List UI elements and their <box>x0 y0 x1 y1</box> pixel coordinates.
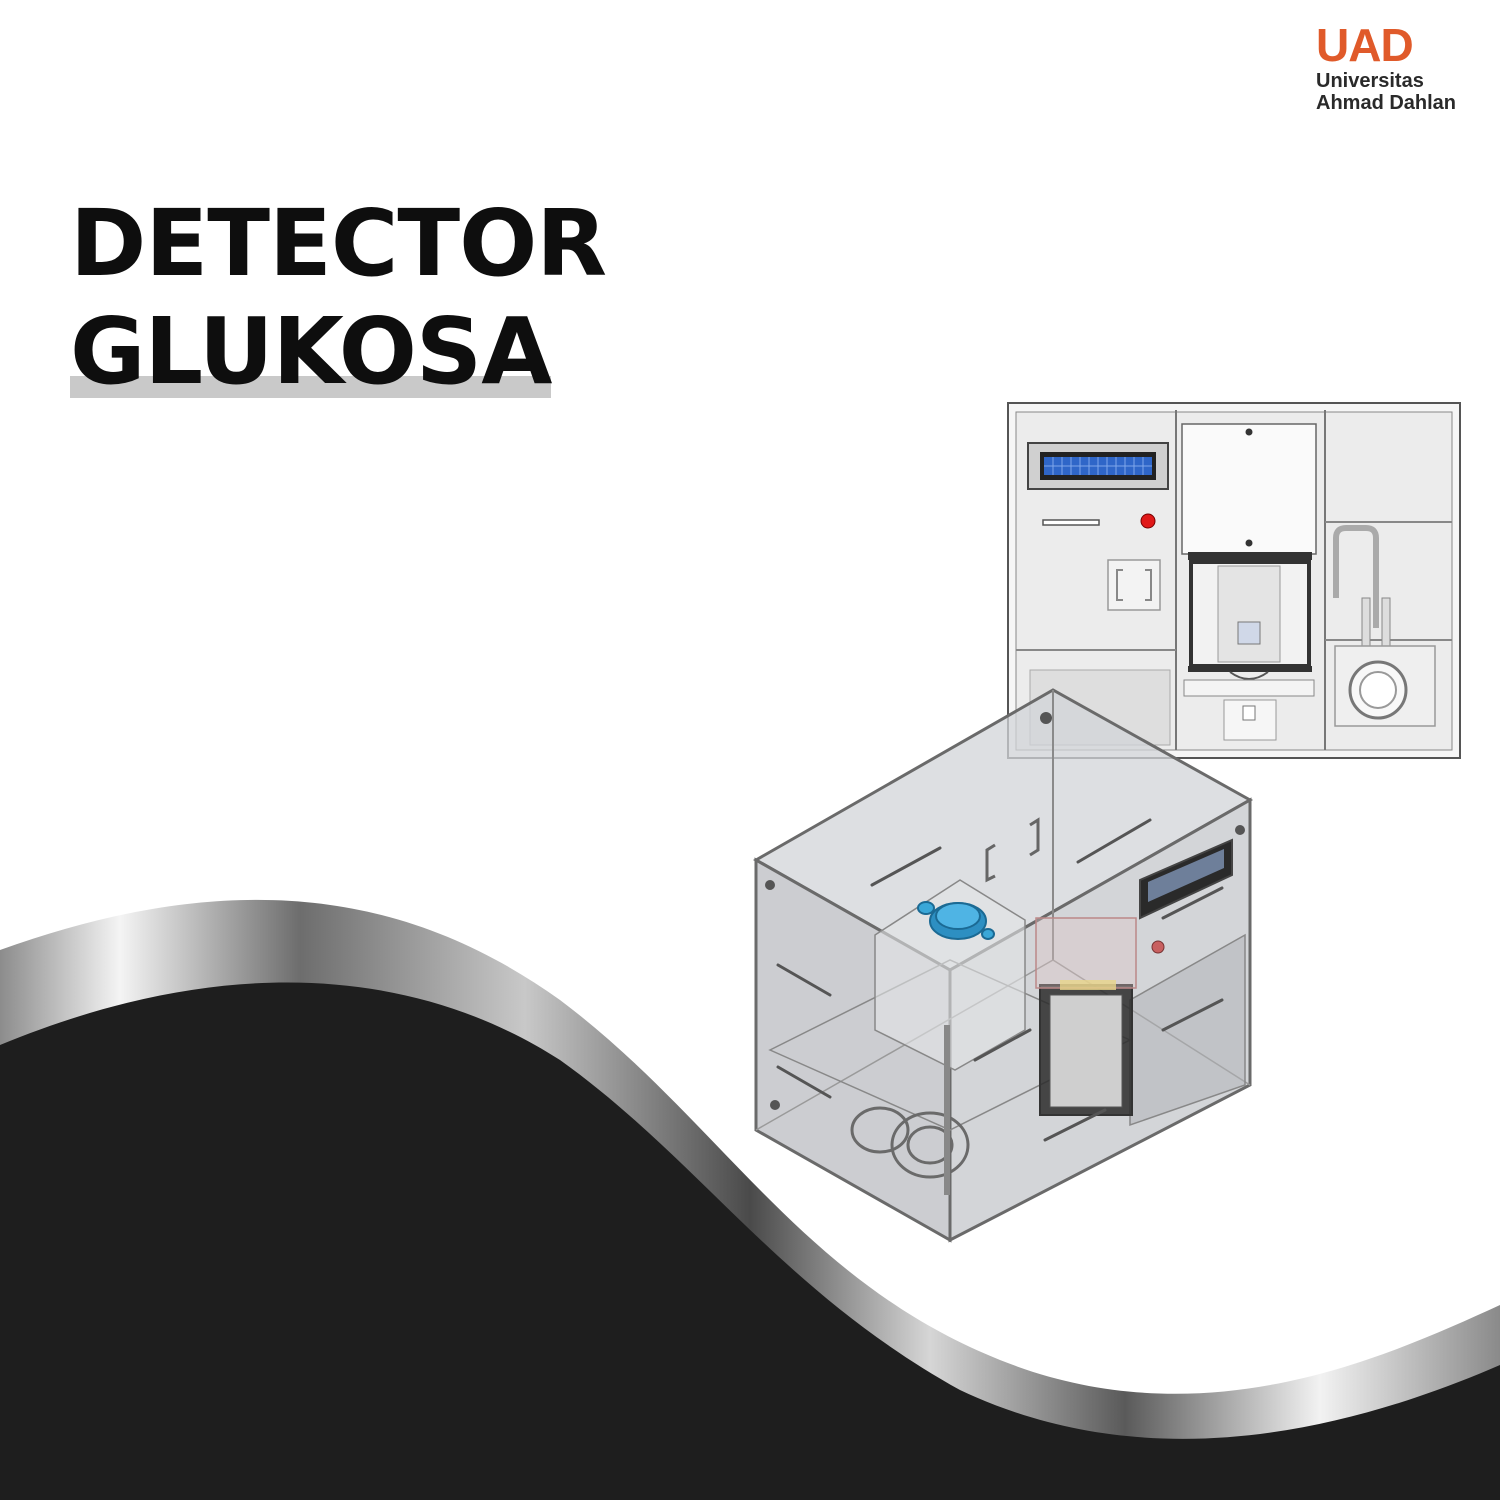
title-line-1: DETECTOR <box>70 190 607 297</box>
logo-mark: UAD <box>1316 19 1414 71</box>
logo-line-2: Ahmad Dahlan <box>1316 92 1457 114</box>
title-line-2: GLUKOSA <box>70 298 552 405</box>
indicator-light-side-icon <box>1151 940 1165 954</box>
indicator-light-icon <box>1140 513 1156 529</box>
device-isometric-view <box>752 688 1254 1243</box>
page-title: DETECTOR GLUKOSA <box>70 190 607 406</box>
lcd-display-side <box>1139 838 1233 920</box>
cuvette-cap-icon <box>917 901 995 940</box>
logo-line-1: Universitas <box>1316 70 1424 92</box>
lcd-display-front <box>1027 442 1169 490</box>
wave-dark-fill <box>0 982 1500 1500</box>
title-line-2-wrap: GLUKOSA <box>70 298 552 406</box>
device-front-view <box>1007 402 1461 759</box>
uad-logo: UAD Universitas Ahmad Dahlan <box>1316 20 1486 114</box>
